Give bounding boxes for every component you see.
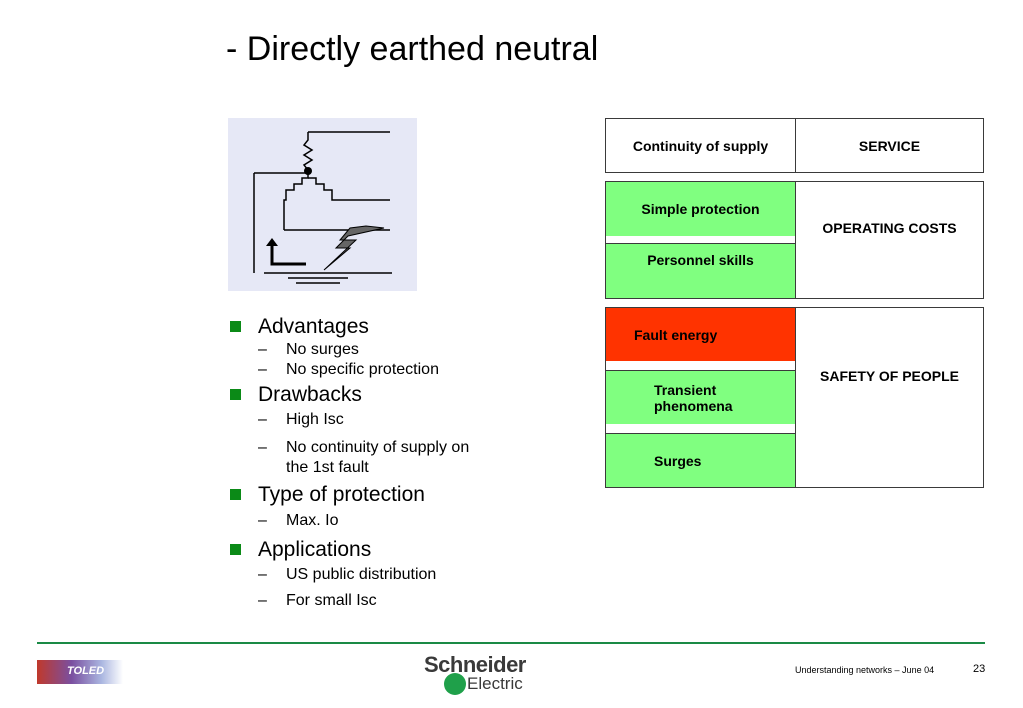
bullet-applications: Applications bbox=[228, 537, 558, 563]
toled-logo: TOLED bbox=[37, 660, 123, 684]
transient-cell: Transient phenomena bbox=[605, 370, 796, 425]
sub-bullet: –No continuity of supply on the 1st faul… bbox=[258, 439, 470, 476]
schneider-logo-text: Schneider bbox=[424, 652, 526, 677]
bullet-type-of-protection: Type of protection bbox=[228, 482, 558, 508]
sub-bullet: –Max. Io bbox=[258, 512, 339, 529]
slide-title: - Directly earthed neutral bbox=[226, 30, 599, 68]
bullet-square-icon bbox=[230, 389, 241, 400]
electric-logo-text: Electric bbox=[467, 674, 523, 693]
sub-bullet: –For small Isc bbox=[258, 592, 377, 609]
earthing-diagram bbox=[228, 118, 417, 291]
service-cell: SERVICE bbox=[795, 118, 984, 173]
footer-divider bbox=[37, 642, 985, 644]
bullet-square-icon bbox=[230, 321, 241, 332]
earthing-schematic-icon bbox=[253, 131, 392, 284]
sub-bullet: –No specific protection bbox=[258, 361, 439, 378]
continuity-cell: Continuity of supply bbox=[605, 118, 796, 173]
surges-cell: Surges bbox=[605, 433, 796, 488]
footer-caption: Understanding networks – June 04 bbox=[795, 665, 935, 675]
schneider-logo-icon bbox=[444, 673, 466, 695]
bullet-list: Advantages –No surges –No specific prote… bbox=[228, 314, 558, 611]
sub-bullet: –US public distribution bbox=[258, 566, 437, 583]
bullet-square-icon bbox=[230, 489, 241, 500]
operating-costs-cell: OPERATING COSTS bbox=[795, 181, 984, 299]
sub-bullet: –High Isc bbox=[258, 411, 344, 428]
bullet-drawbacks: Drawbacks bbox=[228, 382, 558, 408]
safety-of-people-cell: SAFETY OF PEOPLE bbox=[795, 307, 984, 488]
page-number: 23 bbox=[973, 663, 986, 675]
sub-bullet: –No surges bbox=[258, 341, 359, 358]
simple-protection-cell: Simple protection bbox=[605, 181, 796, 237]
personnel-skills-cell: Personnel skills bbox=[605, 243, 796, 299]
fault-energy-cell: Fault energy bbox=[605, 307, 796, 362]
bullet-advantages: Advantages bbox=[228, 314, 558, 340]
bullet-square-icon bbox=[230, 544, 241, 555]
